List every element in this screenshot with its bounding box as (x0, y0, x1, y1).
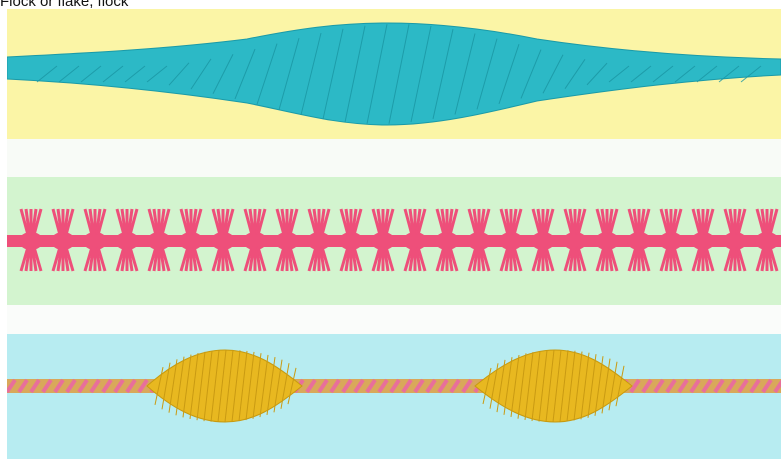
chain-knot (563, 209, 587, 271)
chain-knot (243, 209, 267, 271)
chain-knot (723, 209, 747, 271)
chain-knot (627, 209, 651, 271)
chain-knot (691, 209, 715, 271)
chain-knot (179, 209, 203, 271)
flake-yarn-body (7, 23, 781, 125)
chain-knot (403, 209, 427, 271)
chain-knot (531, 209, 555, 271)
chain-yarn-panel (7, 177, 781, 305)
chain-knot (595, 209, 619, 271)
chain-knot (339, 209, 363, 271)
chain-knot (659, 209, 683, 271)
chain-knot (371, 209, 395, 271)
chain-knot (755, 209, 779, 271)
chain-knot (211, 209, 235, 271)
panel-divider (7, 139, 781, 177)
nub-right (475, 350, 632, 422)
chain-knot (83, 209, 107, 271)
chain-knot (435, 209, 459, 271)
nub-yarn-panel (7, 334, 781, 459)
flake-yarn-illustration (7, 9, 781, 139)
chain-knot (307, 209, 331, 271)
chain-knot (467, 209, 491, 271)
panel-divider (7, 305, 781, 334)
chain-knot (499, 209, 523, 271)
chain-yarn-illustration (7, 177, 781, 305)
chain-knot (19, 209, 43, 271)
chain-knot (115, 209, 139, 271)
chain-knot (275, 209, 299, 271)
nub-yarn-illustration (7, 334, 781, 459)
chain-knot (147, 209, 171, 271)
chain-knot (51, 209, 75, 271)
flake-yarn-panel (7, 9, 781, 139)
